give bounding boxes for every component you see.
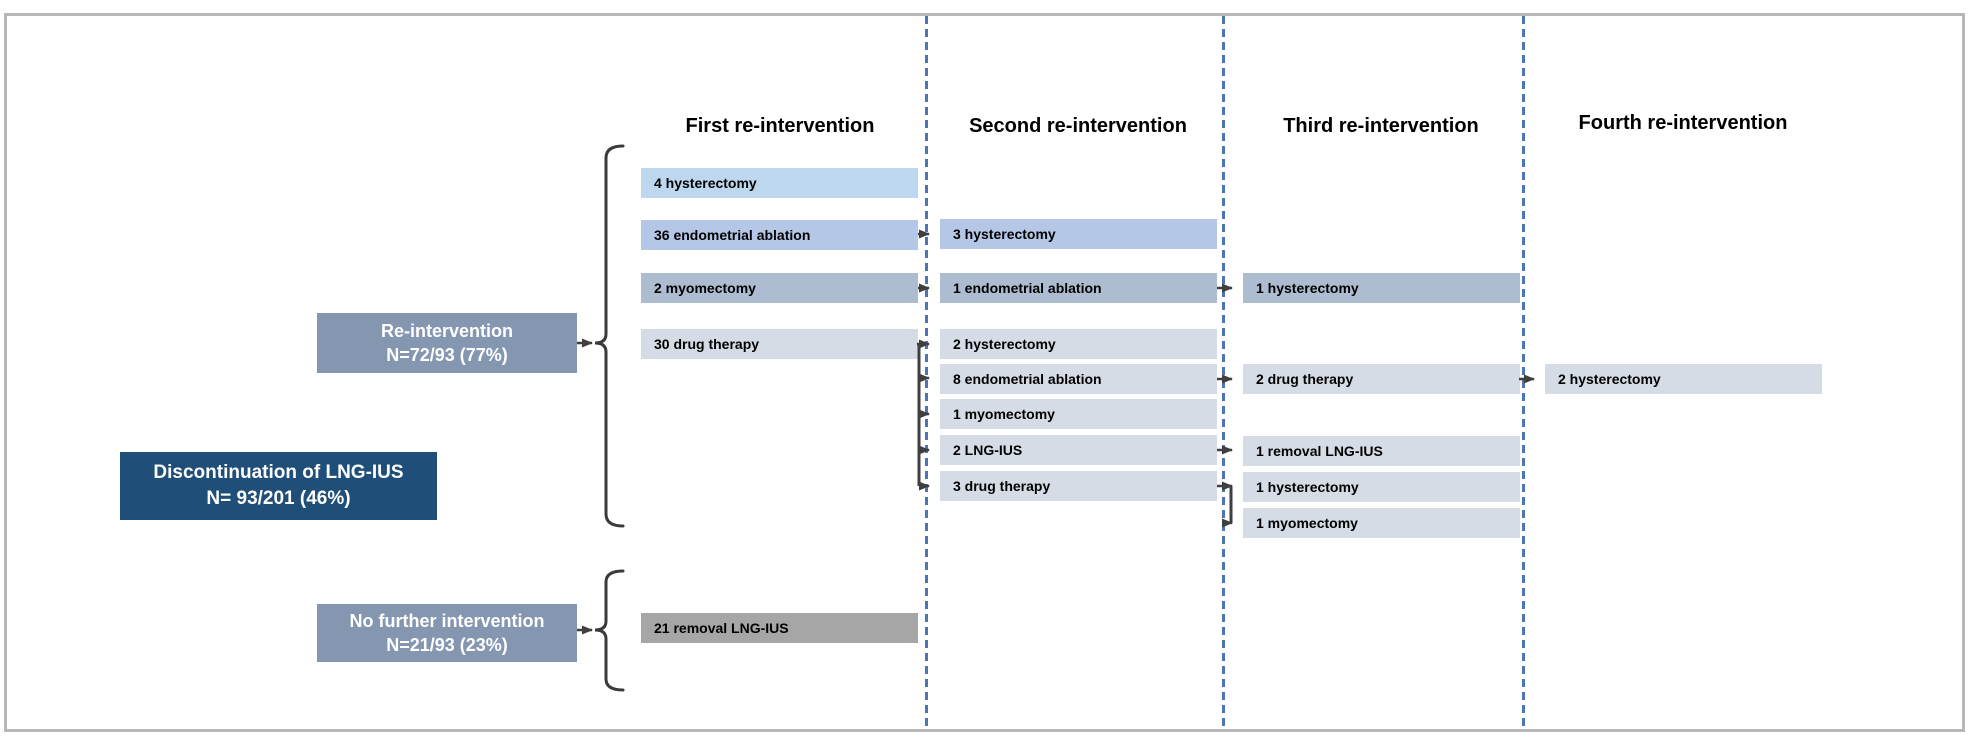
node-first-removal-lng-ius: 21 removal LNG-IUS bbox=[641, 613, 918, 643]
discontinuation-summary-line2: N= 93/201 (46%) bbox=[206, 488, 351, 509]
node-first-hysterectomy: 4 hysterectomy bbox=[641, 168, 918, 198]
node-third-drug-therapy-2: 2 drug therapy bbox=[1243, 364, 1520, 394]
discontinuation-summary-box: Discontinuation of LNG-IUS N= 93/201 (46… bbox=[120, 452, 437, 520]
node-second-endometrial-ablation-8: 8 endometrial ablation bbox=[940, 364, 1217, 394]
node-second-drug-therapy-3: 3 drug therapy bbox=[940, 471, 1217, 501]
reintervention-summary-line1: Re-intervention bbox=[380, 320, 513, 341]
node-second-myomectomy-1: 1 myomectomy bbox=[940, 399, 1217, 429]
header-third-reintervention: Third re-intervention bbox=[1283, 115, 1479, 137]
node-third-myomectomy-1: 1 myomectomy bbox=[1243, 508, 1520, 538]
node-second-endometrial-ablation-1: 1 endometrial ablation bbox=[940, 273, 1217, 303]
reintervention-summary-box: Re-intervention N=72/93 (77%) bbox=[317, 313, 577, 373]
no-further-intervention-summary-box: No further intervention N=21/93 (23%) bbox=[317, 604, 577, 662]
column-separator-3 bbox=[1522, 16, 1525, 729]
discontinuation-summary-line1: Discontinuation of LNG-IUS bbox=[153, 462, 404, 484]
node-second-hysterectomy-3: 3 hysterectomy bbox=[940, 219, 1217, 249]
node-fourth-hysterectomy-2: 2 hysterectomy bbox=[1545, 364, 1822, 394]
column-separator-2 bbox=[1222, 16, 1225, 729]
node-third-hysterectomy-lower: 1 hysterectomy bbox=[1243, 472, 1520, 502]
header-fourth-reintervention: Fourth re-intervention bbox=[1578, 112, 1788, 134]
no-further-summary-line2: N=21/93 (23%) bbox=[386, 635, 508, 655]
node-first-myomectomy: 2 myomectomy bbox=[641, 273, 918, 303]
node-first-drug-therapy: 30 drug therapy bbox=[641, 329, 918, 359]
node-third-hysterectomy-upper: 1 hysterectomy bbox=[1243, 273, 1520, 303]
no-further-summary-line1: No further intervention bbox=[349, 610, 545, 631]
node-second-lng-ius-2: 2 LNG-IUS bbox=[940, 435, 1217, 465]
node-first-endometrial-ablation: 36 endometrial ablation bbox=[641, 220, 918, 250]
reintervention-summary-line2: N=72/93 (77%) bbox=[386, 345, 508, 365]
header-first-reintervention: First re-intervention bbox=[685, 115, 875, 137]
node-second-hysterectomy-2: 2 hysterectomy bbox=[940, 329, 1217, 359]
column-separator-1 bbox=[925, 16, 928, 729]
node-third-removal-lng-ius-1: 1 removal LNG-IUS bbox=[1243, 436, 1520, 466]
header-second-reintervention: Second re-intervention bbox=[969, 115, 1187, 137]
